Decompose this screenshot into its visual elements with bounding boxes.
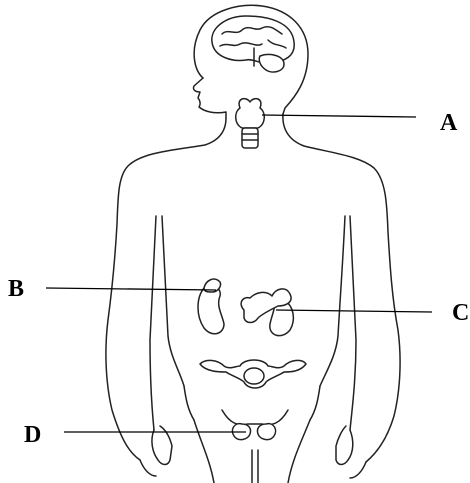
label-a: A xyxy=(440,110,458,136)
leader-line-a xyxy=(262,115,416,117)
label-c: C xyxy=(452,300,469,326)
uterus-ovaries-icon xyxy=(200,360,306,388)
gonads-icon xyxy=(222,410,288,440)
thyroid-gland-icon xyxy=(236,99,265,148)
label-b: B xyxy=(8,276,24,302)
brain-icon xyxy=(212,16,294,72)
adrenal-kidney-left-icon xyxy=(198,279,224,334)
label-d: D xyxy=(24,422,41,448)
leader-line-b xyxy=(46,288,216,290)
human-body-outline xyxy=(106,5,400,483)
